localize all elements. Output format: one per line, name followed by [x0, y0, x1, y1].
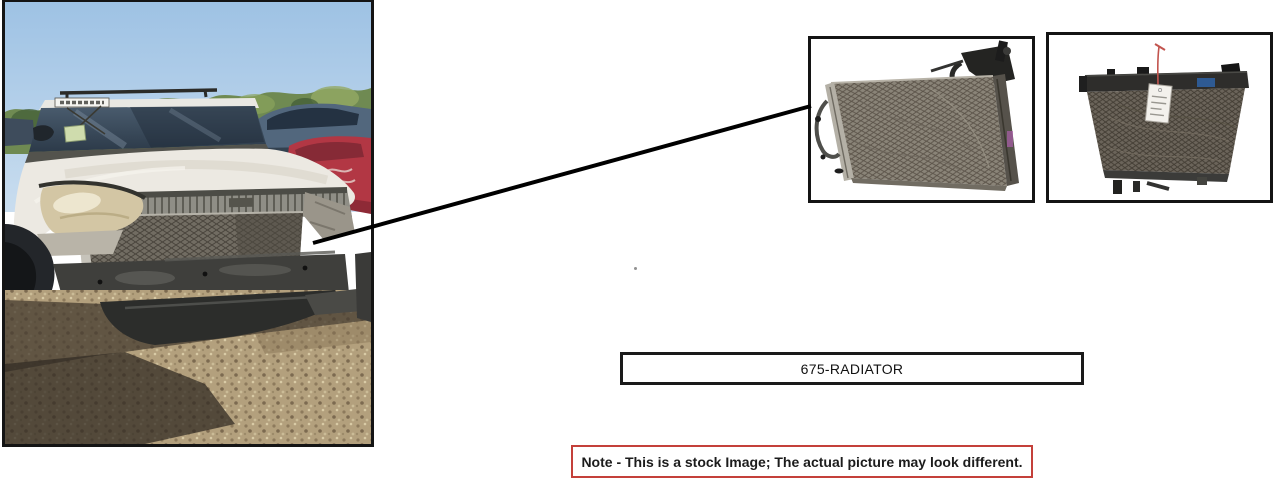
vehicle-photo	[2, 0, 374, 447]
hood	[13, 148, 355, 255]
radiator-1-hose	[814, 99, 841, 159]
windshield-sticker	[54, 97, 110, 108]
radiator-2-drawing	[1049, 35, 1270, 200]
marker-writing	[1007, 131, 1013, 147]
radiator-1-core	[831, 76, 1007, 186]
radiator-1-drawing	[811, 39, 1032, 200]
radiator-2-top-tank	[1079, 63, 1249, 92]
radiator-photo-1	[808, 36, 1035, 203]
lower-fender	[37, 230, 123, 256]
radiator-photo-2	[1046, 32, 1273, 203]
hang-tag	[1144, 43, 1173, 124]
radiator-1-bottom-edge	[851, 178, 1007, 191]
side-mirror	[33, 125, 54, 141]
vehicle-photo-drawing	[5, 2, 371, 444]
stock-image-note: Note - This is a stock Image; The actual…	[571, 445, 1033, 478]
radiator-2-bottom	[1103, 170, 1229, 194]
blue-detail	[1197, 78, 1215, 87]
roof-rail	[59, 88, 218, 95]
stock-image-note-text: Note - This is a stock Image; The actual…	[581, 453, 1023, 470]
left-headlight	[38, 180, 147, 238]
part-label-text: 675-RADIATOR	[800, 360, 904, 377]
background-car-left	[5, 118, 35, 146]
emblem	[228, 197, 254, 208]
mirror-tag	[63, 124, 87, 143]
stray-dot	[634, 267, 637, 270]
part-label-box: 675-RADIATOR	[620, 352, 1084, 385]
hanging-bumper-parts	[100, 252, 371, 345]
